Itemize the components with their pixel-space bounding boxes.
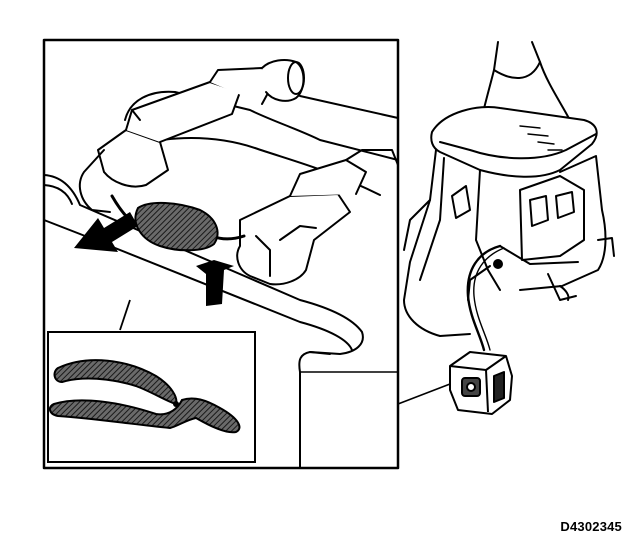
- figure-reference-code: D4302345: [560, 519, 622, 534]
- electrical-connector-icon: [397, 351, 513, 415]
- shift-lever-assembly-icon: [403, 41, 615, 352]
- press-arrow-icon: [196, 260, 234, 306]
- diagonal-cutting-pliers-icon: [47, 299, 256, 463]
- press-arrow-icon: [74, 212, 138, 252]
